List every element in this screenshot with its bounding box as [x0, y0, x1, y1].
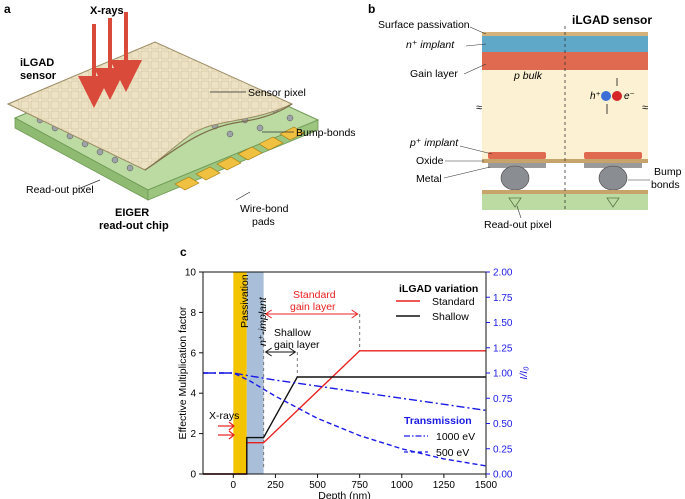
ilgad-sensor-label-1: iLGAD — [20, 57, 54, 69]
legend-500: 500 eV — [436, 447, 469, 459]
series-line-500-ev — [203, 372, 487, 467]
y2-tick-label: 0.75 — [493, 394, 513, 405]
bump-label-1: Bump — [654, 166, 682, 178]
y-tick-label: 6 — [190, 348, 196, 359]
y2-tick-label: 1.75 — [493, 293, 513, 304]
y2-tick-label: 0.00 — [493, 470, 513, 481]
xrays-label-c: X-rays — [209, 410, 239, 422]
y2-tick-label: 0.25 — [493, 444, 513, 455]
readout-amplifiers — [508, 197, 620, 208]
legend-1000: 1000 eV — [436, 431, 475, 443]
shallow-gain-label-2: gain layer — [274, 339, 320, 351]
x-tick-label: 250 — [267, 480, 284, 491]
p-bulk-label: p bulk — [513, 70, 543, 82]
shallow-gain-label-1: Shallow — [274, 327, 311, 339]
series-line-1000-ev — [203, 372, 487, 412]
legend-standard: Standard — [432, 296, 475, 308]
y-tick-label: 8 — [190, 308, 196, 319]
x-tick-label: 0 — [231, 480, 237, 491]
bump-label-2: bonds — [651, 179, 680, 191]
bump-bond-right — [598, 165, 628, 191]
legend-title: iLGAD variation — [399, 283, 478, 295]
chart-bands — [233, 272, 264, 474]
oxide-label: Oxide — [416, 155, 444, 167]
readout-pixel-leader — [77, 179, 101, 190]
y-tick-label: 4 — [190, 389, 196, 400]
n-implant-label: n⁺ implant — [406, 39, 455, 51]
standard-gain-arrowhead-left — [264, 309, 272, 319]
y-tick-label: 2 — [190, 429, 196, 440]
hole-carrier — [601, 91, 611, 101]
y2-axis-label: I/I₀ — [518, 366, 530, 380]
wirebond-label-2: pads — [252, 216, 275, 228]
y2-tick-label: 1.00 — [493, 369, 513, 380]
x-tick-label: 1000 — [391, 480, 414, 491]
panel-c-letter: c — [180, 245, 187, 259]
p-implant-label: p⁺ implant — [409, 137, 459, 149]
panel-a-letter: a — [4, 2, 11, 16]
readout-oxide — [482, 190, 648, 194]
metal-right — [584, 163, 642, 168]
shallow-gain-arrowhead-left — [264, 347, 272, 357]
sensor-peel-edge — [144, 103, 293, 171]
band-n-implant — [246, 272, 264, 474]
hole-label: h⁺ — [590, 91, 601, 102]
gain-layer-label: Gain layer — [410, 68, 458, 80]
xray-arrows — [78, 12, 142, 108]
p-implant-left — [488, 152, 546, 159]
standard-gain-label-2: gain layer — [290, 301, 336, 313]
x-axis-label: Depth (nm) — [318, 490, 371, 499]
eiger-label-2: read-out chip — [99, 220, 169, 232]
y-axis-label: Effective Multiplication factor — [177, 306, 189, 439]
panel-b-letter: b — [368, 2, 375, 16]
metal-label: Metal — [416, 173, 442, 185]
y2-tick-label: 0.50 — [493, 419, 513, 430]
shallow-gain-arrowhead-right — [289, 347, 297, 357]
band-passivation — [233, 272, 247, 474]
chart-axes: 0 250 500 750 1000 1250 1500 0 2 4 6 8 10 0.00 0.25 0.5… — [177, 268, 530, 499]
wirebond-label-1: Wire-bond — [240, 203, 289, 215]
transmission-title: Transmission — [404, 415, 472, 427]
ilgad-sensor-label-2: sensor — [20, 70, 57, 82]
y2-tick-label: 1.25 — [493, 343, 513, 354]
standard-gain-label-1: Standard — [293, 289, 336, 301]
eiger-label-1: EIGER — [115, 207, 149, 219]
x-tick-label: 750 — [351, 480, 368, 491]
standard-gain-arrowhead-right — [351, 309, 359, 319]
legend-shallow: Shallow — [432, 311, 469, 323]
break-mark-right: ≈ — [642, 102, 648, 114]
electron-label: e⁻ — [624, 91, 635, 102]
p-implant-right — [584, 152, 642, 159]
xrays-label: X-rays — [90, 5, 124, 17]
gain-layer — [482, 52, 648, 70]
break-mark-left: ≈ — [476, 102, 482, 114]
xray-arrows-c — [218, 421, 235, 440]
panel-b-title: iLGAD sensor — [572, 13, 652, 27]
panel-a: a X-rays iLGAD sens — [4, 2, 356, 232]
x-tick-label: 1250 — [433, 480, 456, 491]
sensor-pixel-label: Sensor pixel — [248, 87, 306, 99]
panel-b: b ≈ ≈ iLGAD sensor h⁺ e⁻ S — [368, 2, 682, 231]
bump-bond-left — [500, 165, 530, 191]
surface-passivation-label: Surface passivation — [378, 19, 470, 31]
wirebond-leader — [235, 191, 251, 201]
y-tick-label: 10 — [185, 268, 197, 279]
x-tick-label: 500 — [309, 480, 326, 491]
y2-tick-label: 1.50 — [493, 318, 513, 329]
bump-bonds-label: Bump-bonds — [296, 127, 356, 139]
readout-pixel-label-b: Read-out pixel — [484, 219, 552, 231]
y-tick-label: 0 — [190, 470, 196, 481]
electron-carrier — [612, 91, 622, 101]
metal-left — [488, 163, 546, 168]
passivation-label: Passivation — [239, 274, 251, 328]
wire-bond-pads — [174, 126, 305, 191]
x-tick-label: 1500 — [475, 480, 498, 491]
n-implant-band-label: n⁺-implant — [257, 296, 269, 346]
readout-pixel-label-a: Read-out pixel — [26, 184, 94, 196]
y2-tick-label: 2.00 — [493, 268, 513, 279]
